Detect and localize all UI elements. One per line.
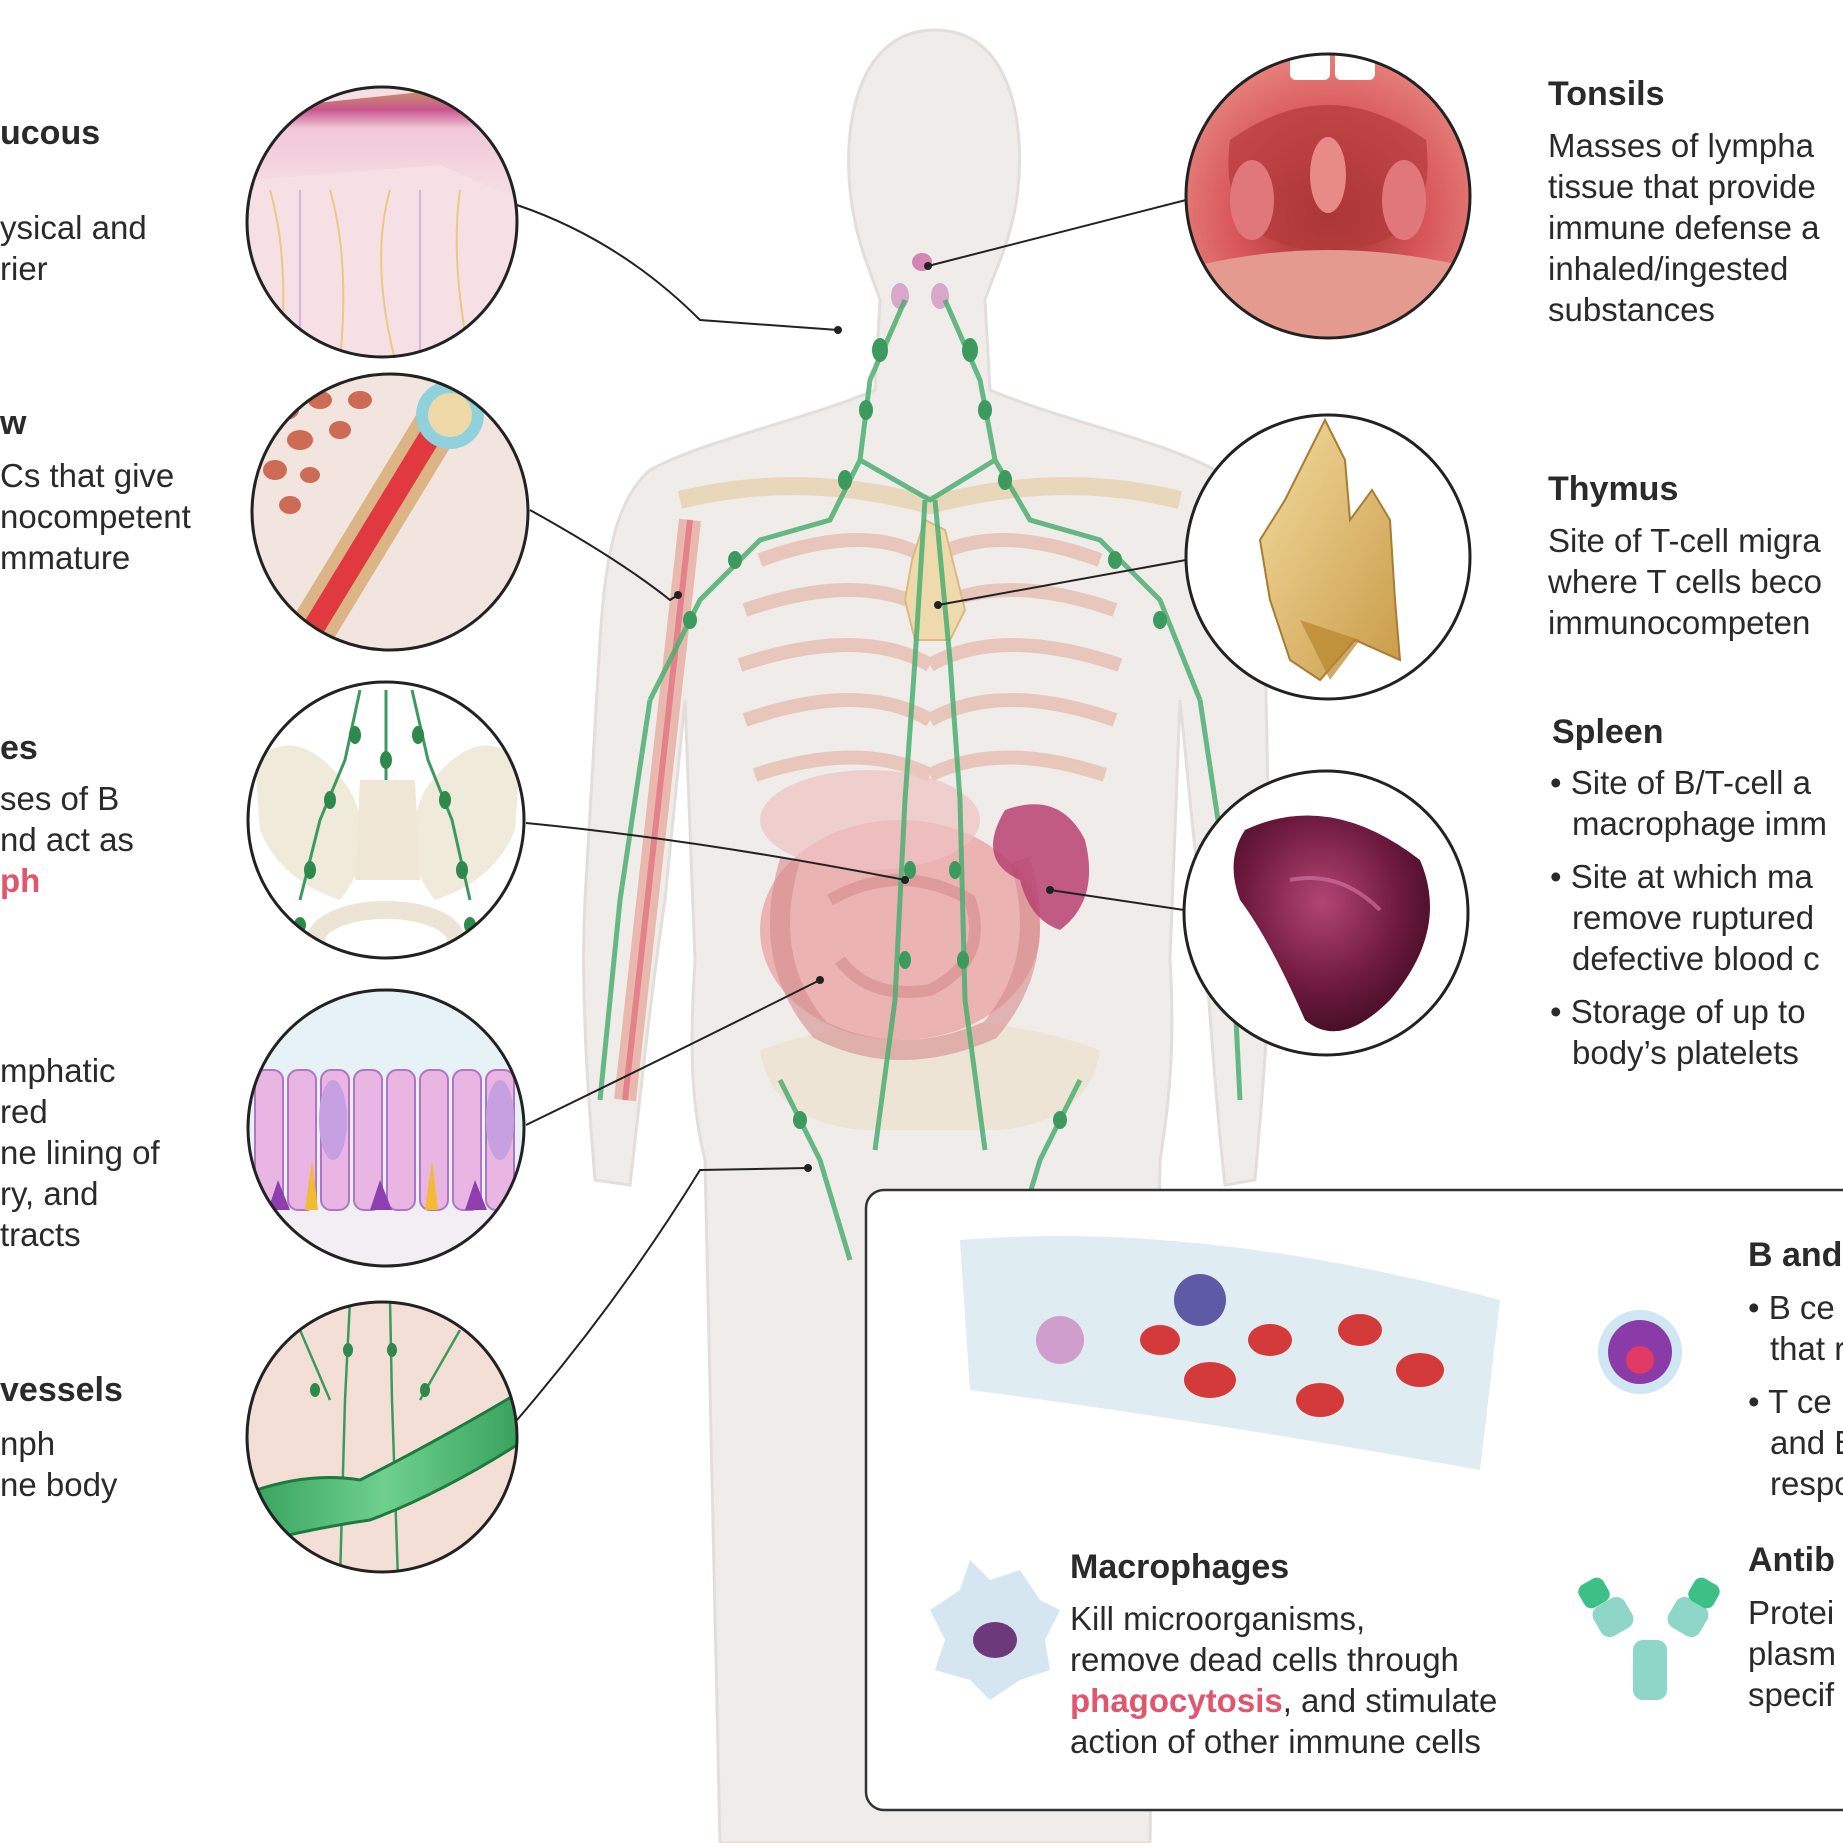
vessels-label-line-2: ne body [0, 1466, 118, 1503]
malt-label-line-2: red [0, 1093, 48, 1130]
thymus-title: Thymus [1548, 470, 1679, 508]
spleen-bullet-3: • Storage of up to body’s platelets [1550, 991, 1806, 1073]
spleen-bullet-1: • Site of B/T-cell a macrophage imm [1550, 762, 1827, 844]
spleen-bullet-3-line-2: body’s platelets [1572, 1034, 1799, 1071]
nodes-label-title: es [0, 729, 38, 767]
bullet-mark: • [1550, 858, 1562, 895]
marrow-label-line-2: nocompetent [0, 498, 191, 535]
tonsils-line-5: substances [1548, 291, 1715, 328]
macrophages-line-2: remove dead cells through [1070, 1641, 1459, 1678]
bullet-mark: • [1550, 764, 1562, 801]
antibodies-line-1: Protei [1748, 1594, 1835, 1631]
bt-cells-bullet-2: • T ce and B respo [1748, 1381, 1843, 1504]
bullet-mark: • [1748, 1383, 1760, 1420]
bt-cells-bullet-2-line-2: and B [1770, 1424, 1843, 1461]
lymphatic-vessels-circle [245, 1300, 519, 1574]
bt-cells-bullet-1: • B ce that r [1748, 1287, 1843, 1369]
bone-marrow-circle [250, 372, 530, 652]
tonsils-title: Tonsils [1548, 75, 1665, 113]
malt-circle [246, 988, 526, 1268]
malt-label-line-1: mphatic [0, 1052, 116, 1089]
malt-label-line-3: ne lining of [0, 1134, 160, 1171]
spleen-bullet-1-line-2: macrophage imm [1572, 805, 1827, 842]
spleen-bullet-2-line-2: remove ruptured [1572, 899, 1815, 936]
bullet-mark: • [1748, 1289, 1760, 1326]
tonsils-line-4: inhaled/ingested [1548, 250, 1789, 287]
vessels-label-line-1: nph [0, 1425, 56, 1462]
malt-label-line-5: tracts [0, 1216, 81, 1253]
bt-cells-bullet-1-line-2: that r [1770, 1330, 1843, 1367]
immune-cells-inset [864, 1188, 1843, 1812]
thymus-circle [1184, 413, 1472, 701]
lymph-nodes [683, 338, 1167, 1129]
bt-cells-title: B and [1748, 1236, 1843, 1274]
marrow-label-line-3: mmature [0, 539, 131, 576]
nodes-label-line-2: nd act as [0, 821, 134, 858]
lymph-nodes-circle [246, 680, 526, 960]
nodes-label-highlight: ph [0, 862, 41, 899]
spleen-circle [1182, 769, 1470, 1057]
phagocytosis-highlight: phagocytosis [1070, 1682, 1283, 1719]
thymus-line-3: immunocompeten [1548, 604, 1811, 641]
thymus-line-1: Site of T-cell migra [1548, 522, 1821, 559]
malt-label-line-4: ry, and [0, 1175, 99, 1212]
skin-label-title: ucous [0, 114, 101, 152]
tonsils-line-2: tissue that provide [1548, 168, 1816, 205]
bullet-mark: • [1550, 993, 1562, 1030]
macrophages-title: Macrophages [1070, 1548, 1290, 1586]
antibodies-title: Antib [1748, 1541, 1835, 1579]
macrophages-line-3: phagocytosis, and stimulate [1070, 1680, 1497, 1721]
spleen-bullet-1-line-1: Site of B/T-cell a [1570, 764, 1811, 801]
leader-dots [674, 262, 1054, 1172]
marrow-label-line-1: Cs that give [0, 457, 175, 494]
nodes-label-line-1: ses of B [0, 780, 120, 817]
marrow-label-title: w [0, 404, 27, 442]
spleen-bullet-2: • Site at which ma remove ruptured defec… [1550, 856, 1820, 979]
skin-label-line-2: rier [0, 250, 48, 287]
bt-cells-bullet-1-line-1: B ce [1768, 1289, 1835, 1326]
bt-cells-bullet-2-line-1: T ce [1768, 1383, 1832, 1420]
spleen-title: Spleen [1552, 713, 1664, 751]
lymph-vessel-network [597, 298, 1243, 1261]
tonsils-line-3: immune defense a [1548, 209, 1820, 246]
tonsils-line-1: Masses of lympha [1548, 127, 1814, 164]
antibodies-line-3: specif [1748, 1676, 1835, 1713]
antibodies-line-2: plasm [1748, 1635, 1837, 1672]
spleen-bullet-2-line-3: defective blood c [1572, 940, 1820, 977]
skin-mucous-circle [245, 85, 519, 359]
skin-label-line-1: ysical and [0, 209, 147, 246]
bt-cells-bullet-2-line-3: respo [1770, 1465, 1843, 1502]
vessels-label-title: vessels [0, 1371, 123, 1409]
macrophages-line-1: Kill microorganisms, [1070, 1600, 1366, 1637]
tonsils-circle [1184, 52, 1472, 340]
thymus-line-2: where T cells beco [1548, 563, 1822, 600]
spleen-bullet-2-line-1: Site at which ma [1570, 858, 1813, 895]
leader-lines [516, 199, 1187, 1421]
macrophages-line-4: action of other immune cells [1070, 1723, 1481, 1760]
spleen-bullet-3-line-1: Storage of up to [1570, 993, 1806, 1030]
macrophages-line-3-rest: , and stimulate [1282, 1682, 1498, 1719]
